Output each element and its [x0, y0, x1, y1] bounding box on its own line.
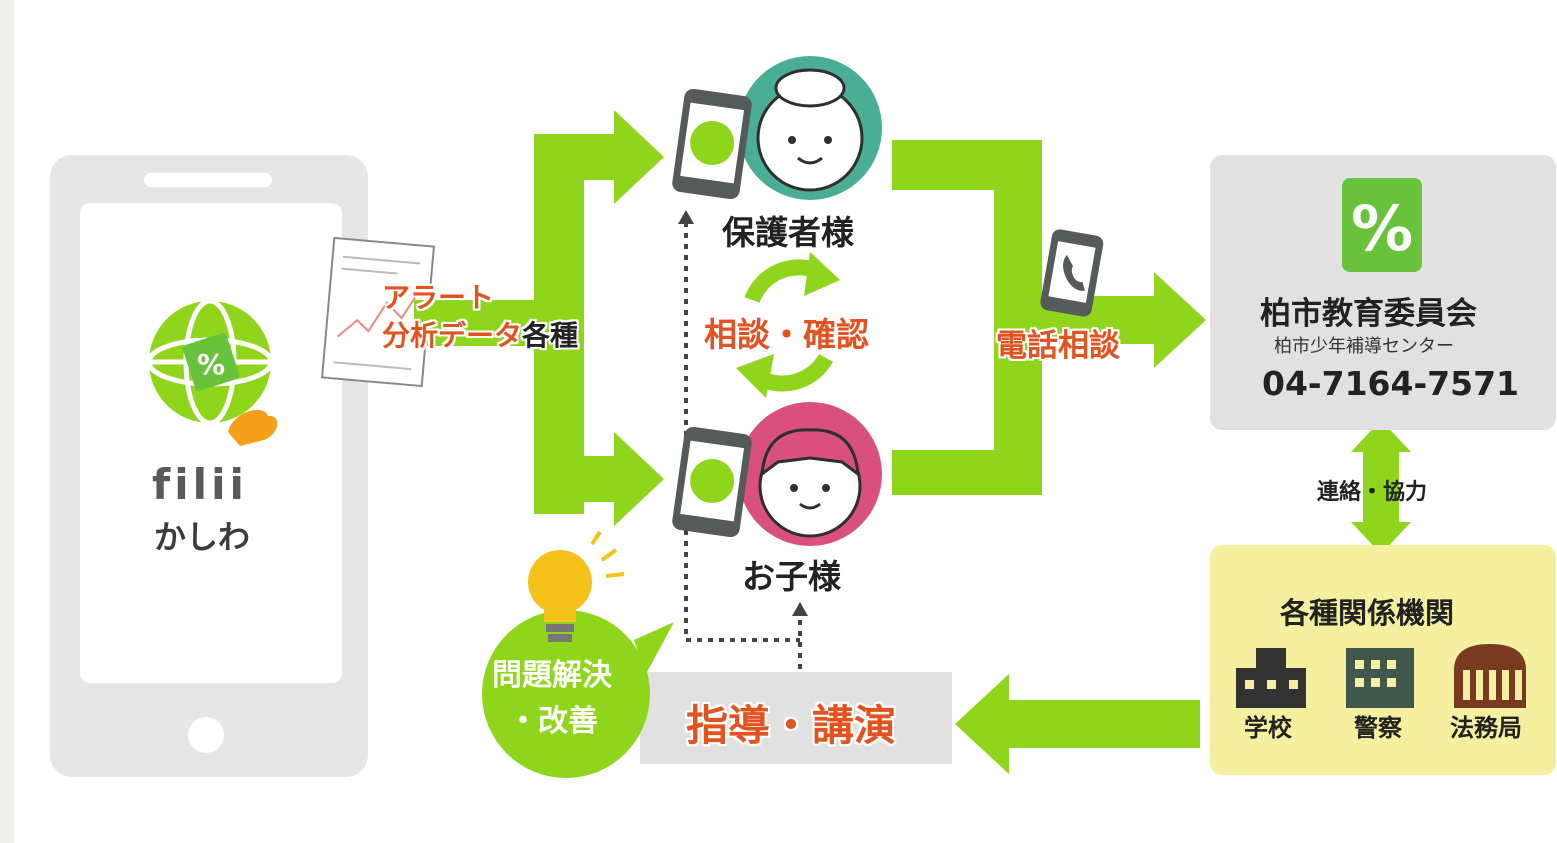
filii-logo-icon: %: [146, 298, 278, 446]
consult-confirm-label: 相談・確認: [704, 315, 869, 354]
child-label: お子様: [742, 557, 841, 596]
guidance-arrow: [955, 674, 1200, 774]
svg-text:%: %: [1351, 192, 1413, 265]
diagram-canvas: %: [14, 0, 1557, 843]
feedback-dotted-path: [684, 222, 802, 672]
flow-diagram: %: [50, 56, 1556, 778]
phone-consult-arrow: [892, 140, 1206, 495]
app-name-kana: かしわ: [154, 518, 251, 556]
board-phone-number: 04-7164-7571: [1262, 364, 1520, 403]
data-sheet-icon: [321, 236, 435, 388]
parent-phone-icon: [672, 88, 752, 200]
telephone-icon: [1040, 229, 1104, 317]
guidance-label: 指導・講演: [686, 701, 897, 750]
liaison-label: 連絡・協力: [1317, 480, 1428, 505]
parent-avatar-icon: [738, 56, 882, 200]
board-title: 柏市教育委員会: [1260, 296, 1477, 332]
agency-police-label: 警察: [1354, 714, 1402, 742]
liaison-arrow: [1351, 420, 1411, 554]
guidance-panel: [640, 672, 952, 764]
distribution-arrow: [414, 110, 664, 526]
various-kinds-text: 各種: [522, 319, 579, 352]
alert-label: アラート: [382, 281, 495, 314]
app-name-latin: filii: [152, 460, 248, 509]
svg-text:%: %: [197, 348, 225, 381]
analysis-data-label: 分析データ各種: [382, 314, 578, 354]
lightbulb-icon: [528, 530, 625, 642]
agencies-title: 各種関係機関: [1280, 596, 1455, 630]
parents-label: 保護者様: [722, 213, 854, 252]
education-board-panel: %: [1210, 155, 1556, 430]
solution-line2: ・改善: [508, 704, 598, 739]
agency-legal-bureau-label: 法務局: [1450, 714, 1522, 742]
solution-bubble: [482, 610, 674, 778]
police-building-icon: [1346, 648, 1414, 708]
solution-line1: 問題解決: [492, 658, 612, 693]
phone-consult-label: 電話相談: [996, 328, 1120, 364]
app-phone: [50, 155, 368, 777]
school-building-icon: [1236, 648, 1306, 708]
agency-school-label: 学校: [1244, 714, 1292, 742]
child-phone-icon: [672, 426, 752, 538]
analysis-data-text: 分析データ: [382, 319, 523, 352]
child-avatar-icon: [738, 402, 882, 546]
legal-affairs-bureau-icon: [1454, 644, 1526, 708]
board-subtitle: 柏市少年補導センター: [1274, 336, 1454, 357]
